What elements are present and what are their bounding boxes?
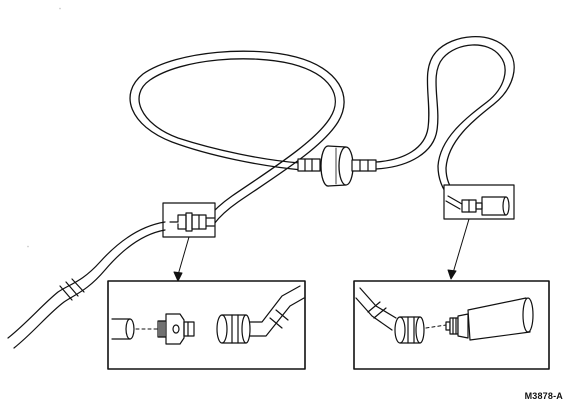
inset-box-left xyxy=(162,202,216,238)
leader-right xyxy=(447,218,470,280)
pipe-stub xyxy=(111,318,135,340)
hose-end-right xyxy=(355,287,397,331)
coupling-left xyxy=(297,158,321,172)
supply-line xyxy=(7,221,166,349)
detail-box-right xyxy=(353,280,550,370)
coupling-nut-right xyxy=(394,316,425,344)
coupling-right xyxy=(351,159,377,172)
inline-filter xyxy=(320,145,354,187)
inset-box-right xyxy=(443,184,515,220)
hose-loop-right xyxy=(375,36,515,199)
valve-tool xyxy=(445,297,534,341)
figure-code: M3878-A xyxy=(524,391,563,401)
detail-box-left xyxy=(107,280,306,370)
margin-marks xyxy=(27,7,61,248)
threaded-fitting xyxy=(157,313,195,345)
hose-loop-left xyxy=(129,50,345,225)
coupling-nut xyxy=(216,314,251,344)
hose-end-left xyxy=(249,285,305,337)
leader-left xyxy=(173,236,190,282)
